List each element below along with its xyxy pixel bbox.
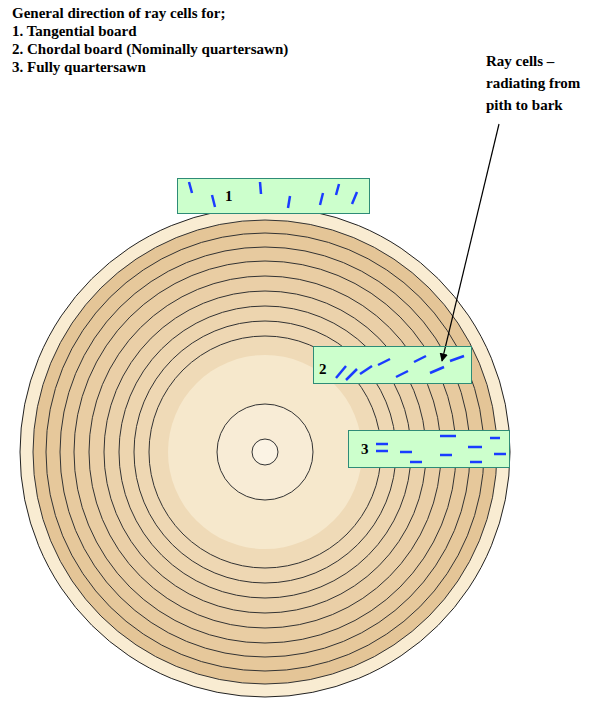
ray-cell [376, 443, 388, 446]
board-fill [313, 346, 472, 384]
ray-cell [396, 371, 408, 377]
ray-cells [189, 182, 506, 462]
board-number: 2 [319, 360, 327, 378]
growth-ring [104, 291, 426, 613]
ray-cell [440, 435, 456, 438]
legend-note: 2. Chordal board (Nominally quartersawn) [12, 40, 288, 58]
pith [252, 439, 278, 465]
ray-cell [440, 454, 452, 457]
ray-cell [360, 366, 372, 374]
board-fill [348, 430, 510, 468]
heartwood-center [168, 355, 362, 549]
ray-cell [410, 461, 422, 464]
ray-cell [212, 195, 215, 207]
legend-note: 3. Fully quartersawn [12, 58, 146, 76]
ray-cell [414, 356, 426, 362]
ray-cell [494, 453, 506, 456]
board-box: 2 [313, 346, 472, 384]
growth-ring [60, 247, 470, 657]
ray-cell [352, 192, 357, 204]
log-cross-section [20, 207, 510, 697]
ray-cell [490, 437, 500, 440]
ray-cell [320, 193, 323, 205]
ray-cell [376, 450, 388, 453]
legend-note: 1. Tangential board [12, 22, 137, 40]
board-number: 3 [361, 440, 369, 458]
ray-cell [378, 359, 390, 365]
ray-cell [189, 182, 192, 193]
ray-cell [260, 182, 261, 194]
ray-cell [470, 461, 482, 464]
leader-line [442, 124, 499, 361]
bark-ring [20, 207, 510, 697]
board-box: 3 [348, 430, 510, 468]
board-number: 1 [225, 187, 233, 205]
ray-cell [288, 196, 290, 208]
ray-cell [400, 451, 412, 454]
ray-cell [336, 184, 339, 195]
ray-cell [468, 446, 482, 449]
ray-cell [346, 369, 357, 380]
board-fill [177, 178, 370, 214]
ray-cell [450, 356, 464, 361]
ray-cell [430, 367, 444, 373]
ray-cell [336, 366, 346, 378]
diagram-title: General direction of ray cells for; [12, 4, 225, 22]
board-fills [177, 178, 510, 468]
board-box: 1 [177, 178, 370, 214]
callout-label: Ray cells – radiating from pith to bark [486, 50, 594, 116]
growth-ring [217, 404, 313, 500]
